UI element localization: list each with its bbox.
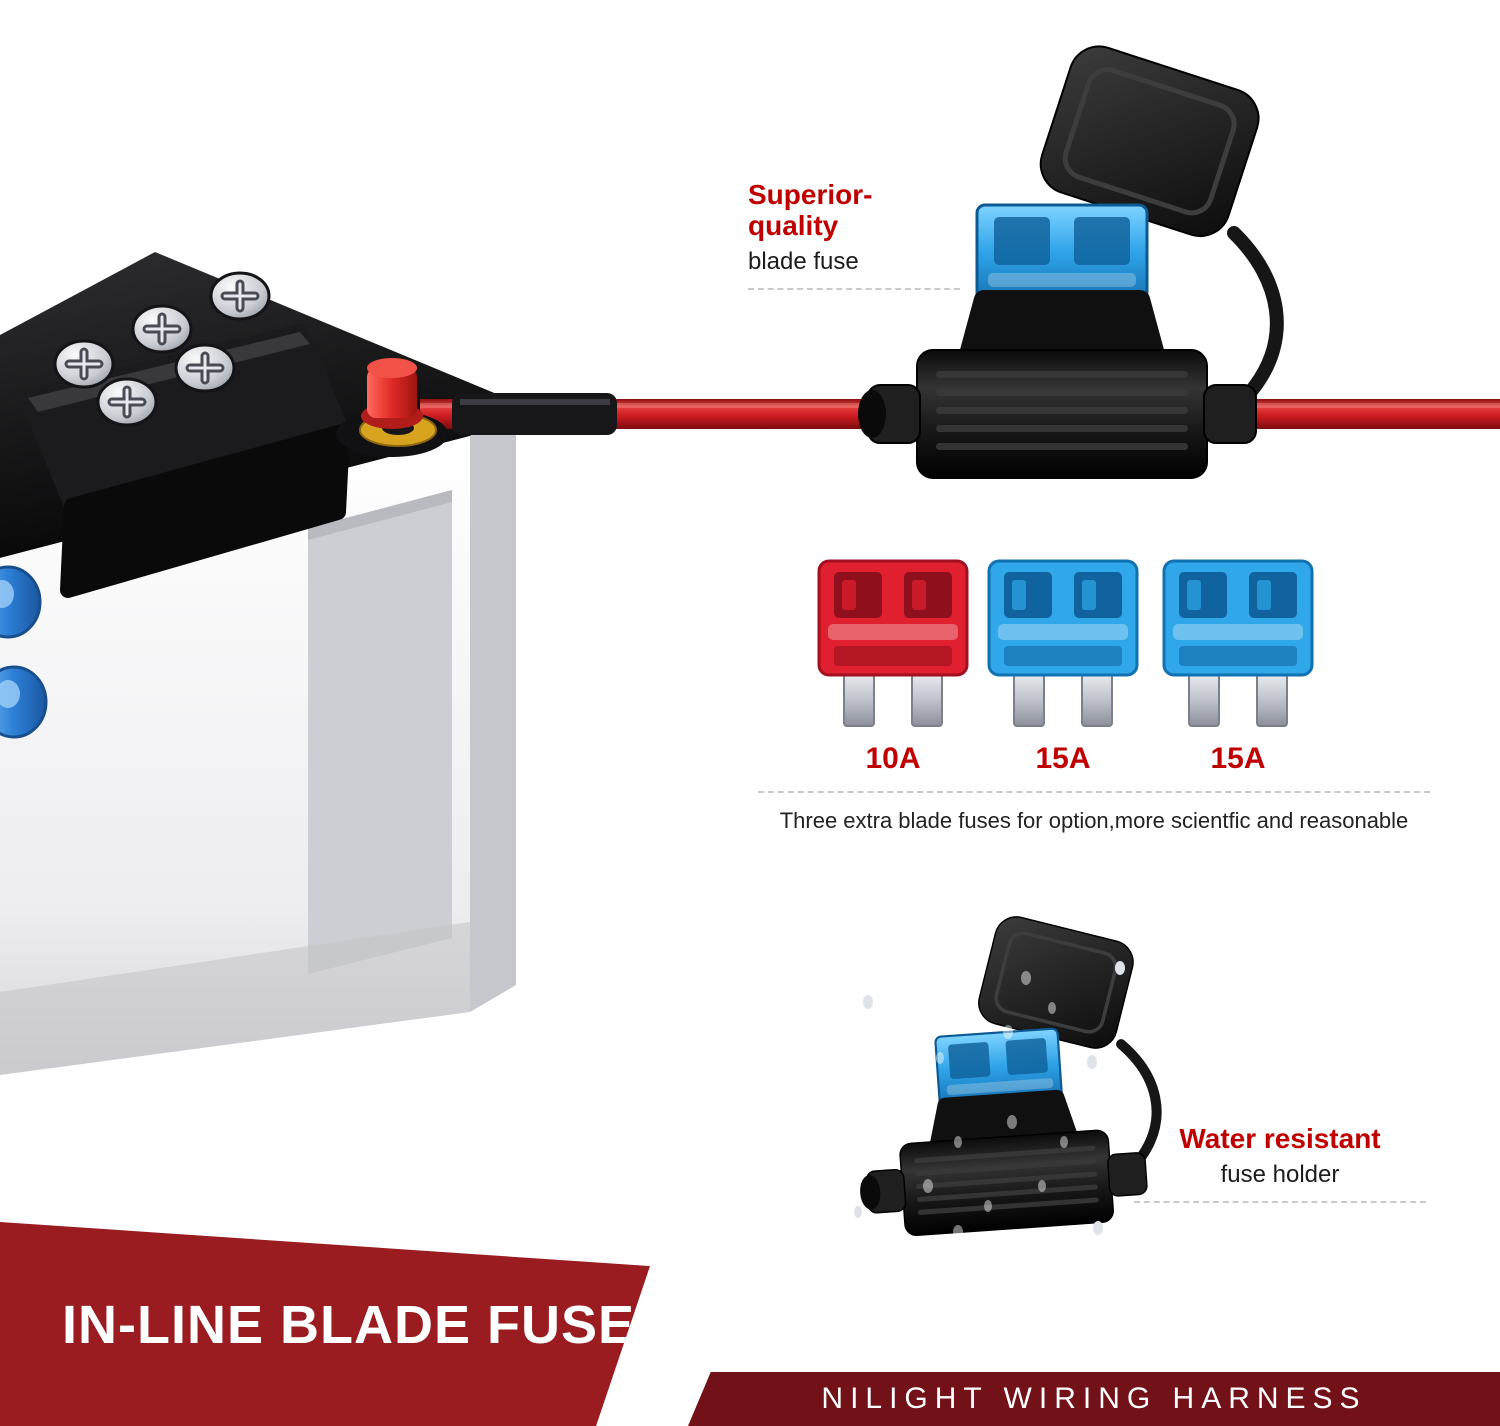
banner-title: IN-LINE BLADE FUSE [62,1295,636,1355]
car-battery [0,252,516,1075]
extra-fuses-caption: Three extra blade fuses for option,more … [779,808,1409,833]
battery-blue-caps [0,565,48,739]
water-resistant-subtitle: fuse holder [1220,1160,1340,1188]
fuse-amp-label-10a: 10A [865,742,921,775]
extra-blade-fuses [817,559,1314,728]
divider-fuses [758,791,1430,793]
superior-quality-callout: Superior-quality blade fuse [748,179,960,290]
superior-quality-subtitle: blade fuse [748,247,859,275]
water-resistant-callout: Water resistant fuse holder [1134,1123,1426,1204]
fuse-amp-label-15a: 15A [1035,742,1091,775]
blade-fuse-15a-2 [1162,559,1314,728]
water-resistant-title: Water resistant [1179,1123,1381,1154]
divider-superior [748,287,960,290]
blade-fuse-15a [987,559,1139,728]
water-droplets-outer [854,961,1125,1235]
footer-brand: NILIGHT WIRING HARNESS [821,1382,1367,1415]
superior-quality-title: Superior-quality [748,179,873,241]
blade-fuse-10a [817,559,969,728]
footer-bar: NILIGHT WIRING HARNESS [688,1372,1500,1426]
divider-water [1134,1201,1426,1204]
battery-positive-terminal [336,358,448,457]
battery-cover-block [20,324,350,598]
fuse-amp-label-15a-2: 15A [1210,742,1266,775]
water-droplets [901,938,1089,1239]
extra-fuses-caption-block: Three extra blade fuses for option,more … [758,791,1430,834]
water-resistant-fuse-holder [841,902,1164,1239]
